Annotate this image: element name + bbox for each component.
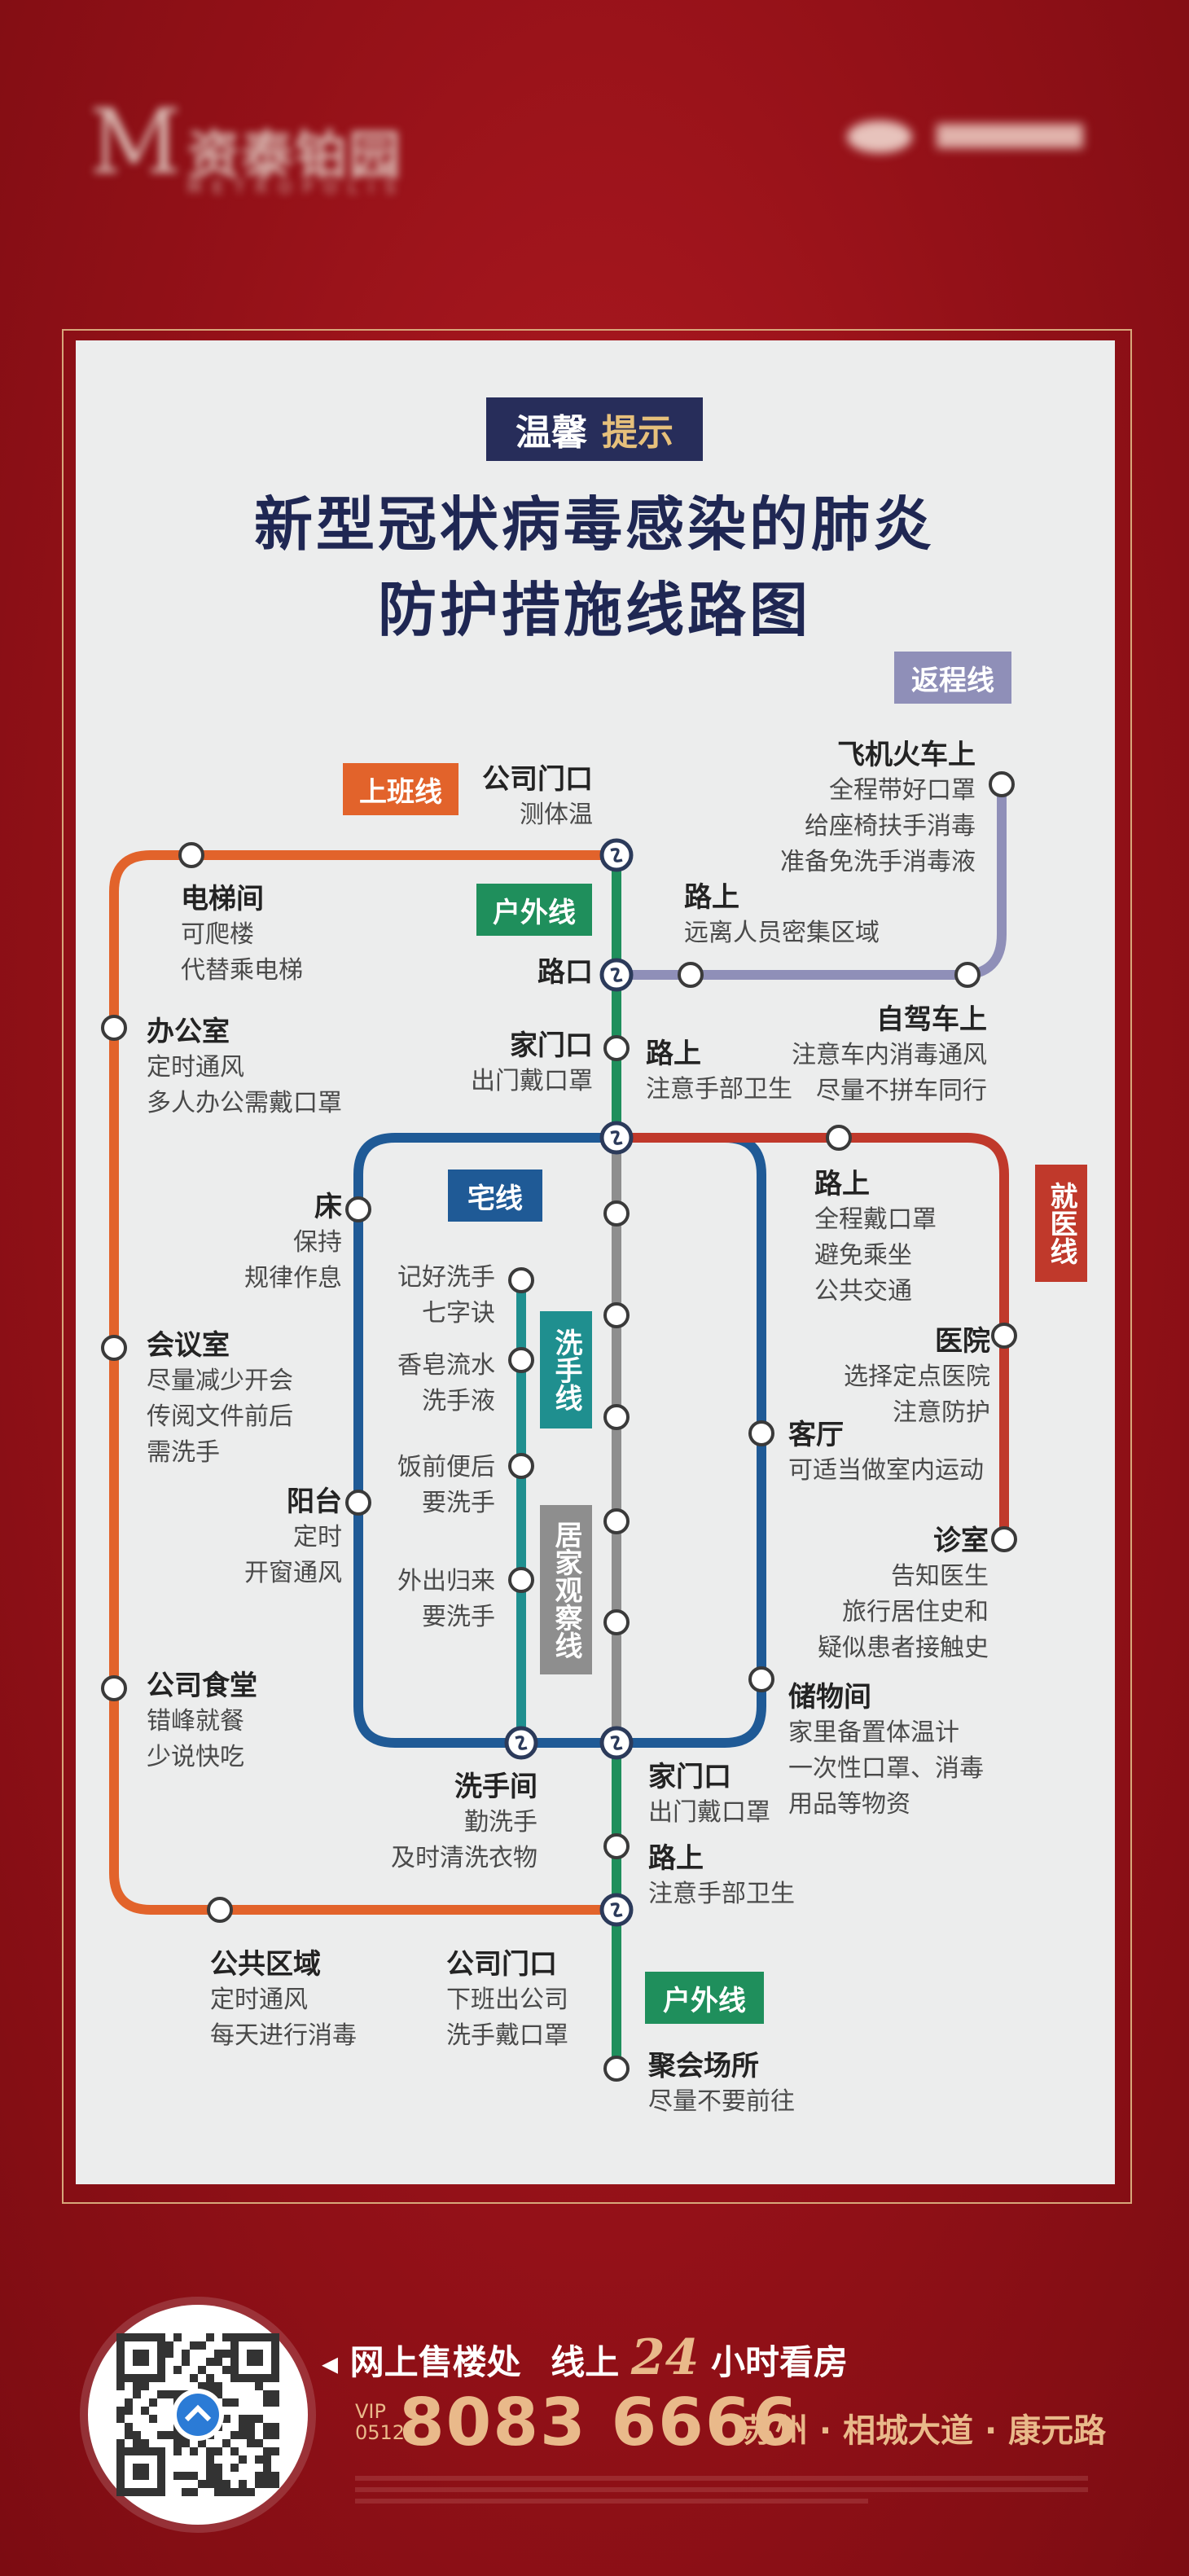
station-dot: [508, 1267, 534, 1293]
label-wash-3: 饭前便后要洗手: [397, 1453, 495, 1517]
label-wash-4: 外出归来要洗手: [397, 1567, 495, 1631]
station-dot: [603, 1302, 630, 1328]
label-wash-2: 香皂流水洗手液: [397, 1351, 495, 1415]
medical-line: [612, 1133, 1009, 1544]
wash-line-tag: 洗手线: [540, 1311, 592, 1428]
station-dot: [101, 1335, 127, 1361]
station-dot: [508, 1453, 534, 1479]
station-dot: [603, 1609, 630, 1635]
page-title-line1: 新型冠状病毒感染的肺炎: [253, 490, 935, 559]
station-dot: [678, 962, 704, 988]
content-panel: [76, 340, 1115, 2184]
station-dot: [178, 842, 204, 868]
tip-word-b: 提示: [602, 412, 673, 454]
label-wash-1: 记好洗手七字诀: [397, 1263, 495, 1327]
station-dot: [345, 1196, 371, 1222]
hours-number: 24: [630, 2329, 700, 2386]
station-dot: [101, 1675, 127, 1701]
station-dot: [991, 1526, 1017, 1552]
label-company-gate: 公司门口测体温: [482, 763, 593, 829]
outdoor-line-tag: 户外线: [476, 884, 592, 936]
station-dot: [345, 1490, 371, 1516]
station-dot: [603, 1508, 630, 1534]
station-dot: [603, 1833, 630, 1859]
label-storage: 储物间家里备置体温计一次性口罩、消毒用品等物资: [788, 1681, 984, 1819]
gold-frame: [62, 329, 1132, 2204]
label-canteen: 公司食堂错峰就餐少说快吃: [147, 1670, 257, 1771]
work-line: [109, 850, 621, 1915]
outdoor-line-tag-2: 户外线: [645, 1972, 764, 2024]
logo-text: 资泰铂园: [187, 126, 402, 187]
tip-badge: 温馨 提示: [486, 397, 703, 461]
station-dot: [207, 1897, 233, 1923]
label-home-door-2: 家门口出门戴口罩: [648, 1761, 770, 1827]
label-hospital: 医院选择定点医院注意防护: [844, 1325, 990, 1427]
label-elevator: 电梯间可爬楼代替乘电梯: [181, 883, 303, 985]
online-text: 线上: [551, 2342, 620, 2382]
triangle-left-icon: ◀: [322, 2352, 338, 2377]
fine-print: [355, 2476, 1088, 2504]
station-dot: [508, 1567, 534, 1593]
brand-logo: M 资泰铂园 METROPOLIS: [90, 81, 513, 197]
logo-mark: M: [90, 90, 182, 194]
interchange-arrow-icon: [610, 848, 623, 862]
home-line: [353, 1133, 766, 1748]
label-public: 公共区域定时通风每天进行消毒: [210, 1948, 357, 2050]
address: 苏州 · 相城大道 · 康元路: [743, 2412, 1107, 2450]
developer-logo: [847, 114, 1091, 163]
label-meeting: 会议室尽量减少开会传阅文件前后需洗手: [147, 1329, 293, 1467]
label-plane-train: 飞机火车上全程带好口罩给座椅扶手消毒准备免洗手消毒液: [780, 739, 976, 876]
label-balcony: 阳台定时开窗通风: [244, 1485, 342, 1587]
interchange-arrow-icon: [515, 1736, 528, 1750]
label-bed: 床保持规律作息: [244, 1191, 342, 1292]
station-dot: [954, 962, 981, 988]
viewing-text: 小时看房: [711, 2342, 849, 2382]
medical-line-tag: 就医线: [1035, 1165, 1087, 1282]
label-self-drive: 自驾车上注意车内消毒通风尽量不拼车同行: [792, 1003, 987, 1105]
home-line-tag: 宅线: [448, 1170, 542, 1222]
station-dot: [603, 1035, 630, 1061]
station-dot: [826, 1125, 852, 1151]
interchange-arrow-icon: [610, 1130, 623, 1145]
interchange-arrow-icon: [610, 968, 623, 982]
station-dot: [748, 1666, 774, 1692]
label-living-room: 客厅可适当做室内运动: [788, 1419, 984, 1485]
online-sales-text: 网上售楼处: [349, 2342, 521, 2382]
interchange-arrow-icon: [610, 1736, 623, 1750]
label-washroom: 洗手间勤洗手及时清洗衣物: [391, 1771, 537, 1872]
tip-word-a: 温馨: [516, 412, 587, 454]
station-dot: [603, 1404, 630, 1430]
label-home-door: 家门口出门戴口罩: [471, 1029, 593, 1095]
logo-subtext: METROPOLIS: [187, 178, 407, 197]
station-dot: [603, 1200, 630, 1227]
page-title-line2: 防护措施线路图: [377, 576, 811, 644]
station-dot: [991, 1323, 1017, 1349]
label-clinic: 诊室告知医生旅行居住史和疑似患者接触史: [818, 1525, 989, 1662]
station-dot: [101, 1015, 127, 1041]
label-road-return: 路上远离人员密集区域: [684, 881, 880, 947]
return-line-tag: 返程线: [894, 652, 1011, 704]
label-road-1: 路上注意手部卫生: [646, 1038, 792, 1104]
online-sales-line: ◀ 网上售楼处 线上 24 小时看房: [322, 2329, 848, 2386]
label-road-cross: 路口: [537, 956, 593, 989]
work-line-tag: 上班线: [343, 763, 458, 815]
interchange-arrow-icon: [610, 1902, 623, 1917]
phone-number[interactable]: 8083 6666: [399, 2385, 800, 2460]
station-dot: [989, 771, 1015, 797]
label-road-2: 路上注意手部卫生: [648, 1842, 795, 1908]
station-dot: [508, 1347, 534, 1373]
label-company-gate-2: 公司门口下班出公司洗手戴口罩: [446, 1948, 568, 2050]
station-dot: [748, 1420, 774, 1446]
qr-code-icon[interactable]: [116, 2333, 279, 2496]
station-dot: [603, 2056, 630, 2082]
label-road-medical: 路上全程戴口罩避免乘坐公共交通: [814, 1168, 937, 1306]
label-office: 办公室定时通风多人办公需戴口罩: [147, 1016, 342, 1117]
observe-line-tag: 居家观察线: [540, 1505, 592, 1674]
label-gathering: 聚会场所尽量不要前往: [648, 2050, 795, 2116]
